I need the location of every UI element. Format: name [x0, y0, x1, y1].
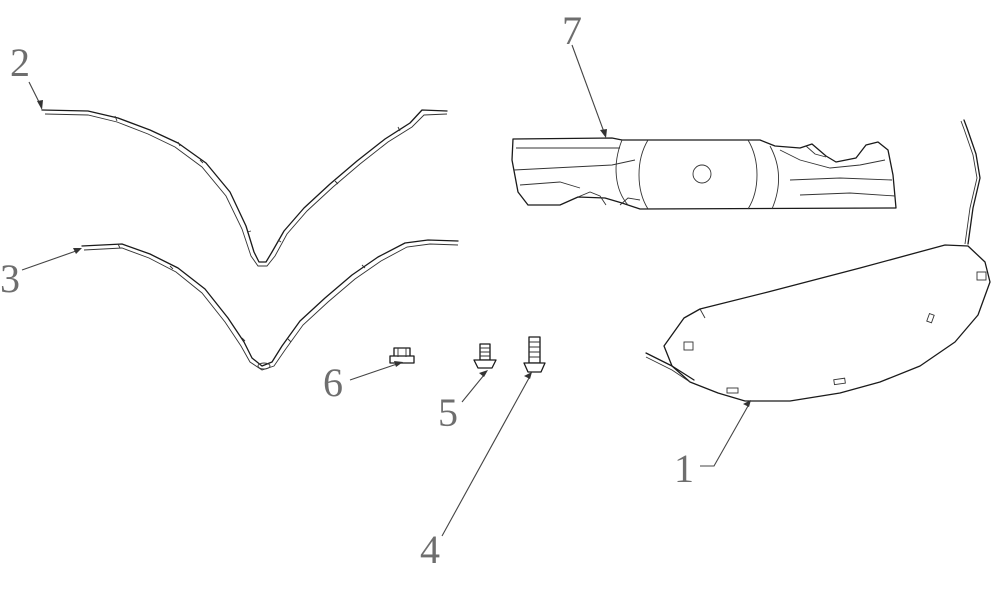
callout-7: 7 [562, 8, 582, 53]
callout-6: 6 [323, 360, 343, 405]
callout-5: 5 [438, 390, 458, 435]
part-5-bolt [473, 343, 497, 369]
part-2-wire-rod [41, 109, 448, 267]
part-4-bolt [523, 336, 546, 373]
part-3-wire-rod [81, 239, 459, 371]
leader-lines [21, 44, 751, 537]
callout-1: 1 [674, 446, 694, 491]
part-6-nut [389, 347, 415, 364]
callout-2: 2 [10, 40, 30, 85]
part-7-blade [511, 137, 897, 210]
callout-4: 4 [420, 527, 440, 572]
part-1-deflector-plate [645, 119, 991, 402]
callout-3: 3 [0, 256, 20, 301]
